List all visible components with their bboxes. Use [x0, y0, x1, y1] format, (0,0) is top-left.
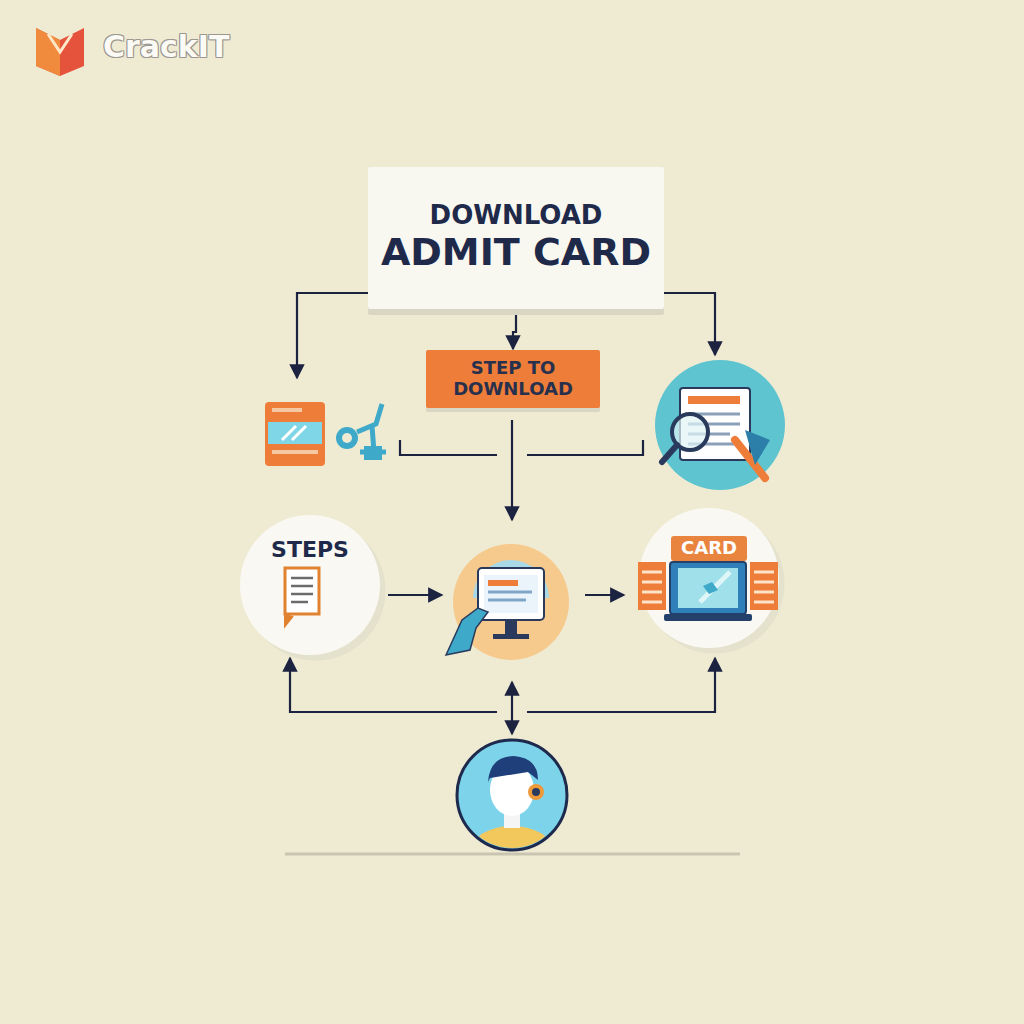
- circle-outline: [639, 508, 779, 648]
- step-circle: STEPS: [240, 515, 380, 655]
- monitor-icon: [446, 544, 569, 660]
- node-text: DOWNLOAD: [430, 201, 603, 231]
- card-lock-icon: [265, 402, 386, 466]
- node-text: CARD: [671, 536, 747, 561]
- branch-lines: [290, 293, 715, 734]
- node-text: STEP TO DOWNLOAD: [438, 358, 588, 399]
- flow-arrow: [513, 315, 516, 349]
- search-icon: [655, 360, 785, 490]
- logo-icon: [36, 28, 84, 76]
- step-circle: CARD: [639, 508, 779, 648]
- process-box: STEP TO DOWNLOAD: [426, 350, 600, 408]
- user-avatar: [457, 740, 567, 878]
- logo-text: CrackIT: [103, 29, 229, 64]
- node-text: ADMIT CARD: [381, 231, 651, 275]
- ground-line: [285, 853, 740, 856]
- circle-outline: [240, 515, 380, 655]
- process-box: DOWNLOADADMIT CARD: [368, 167, 664, 309]
- node-text: STEPS: [271, 537, 349, 562]
